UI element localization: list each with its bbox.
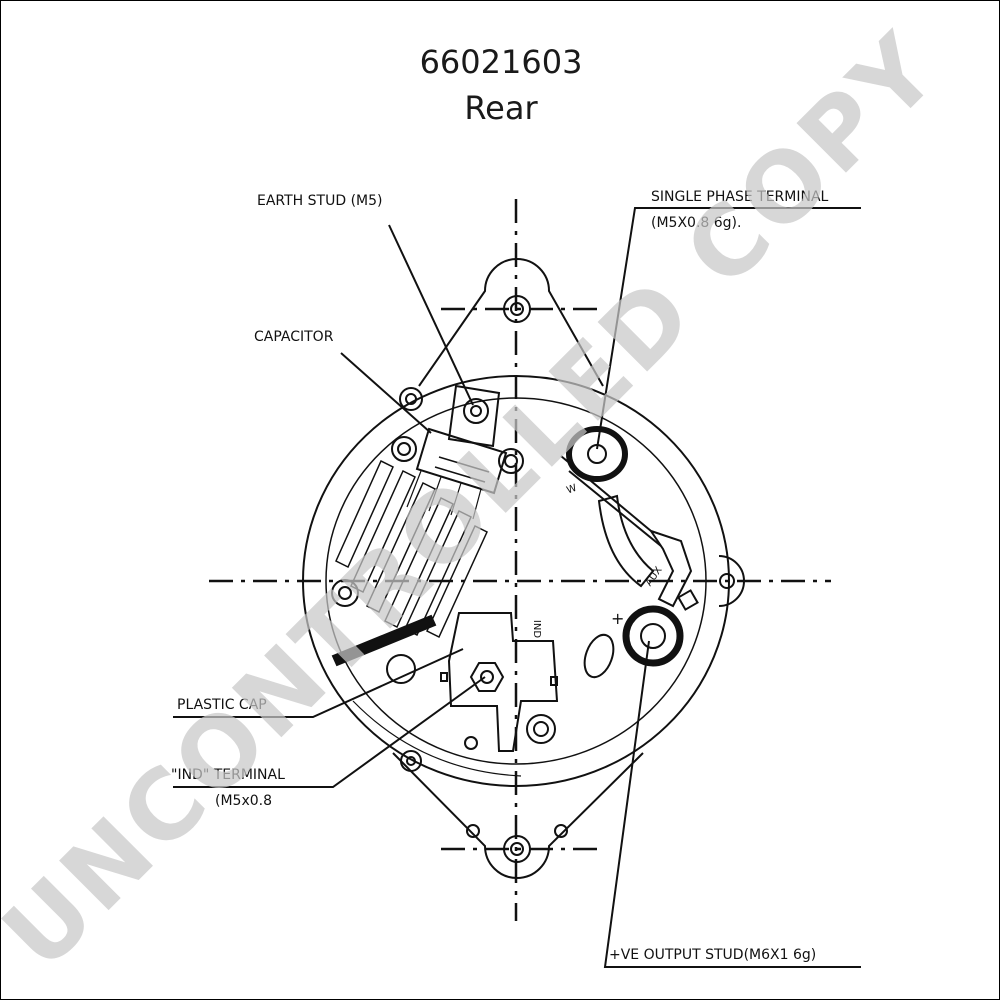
single-phase-terminal bbox=[566, 426, 628, 482]
ind-terminal-nut bbox=[469, 662, 505, 692]
center-lines bbox=[209, 199, 831, 921]
view-title: Rear bbox=[464, 89, 538, 127]
plastic-cap-label: PLASTIC CAP bbox=[177, 697, 267, 713]
ind-terminal-label: "IND" TERMINAL bbox=[171, 767, 285, 783]
single-phase-terminal-spec: (M5X0.8 6g). bbox=[651, 215, 742, 231]
ve-output-stud-label: +VE OUTPUT STUD(M6X1 6g) bbox=[609, 947, 817, 963]
single-phase-terminal-label: SINGLE PHASE TERMINAL bbox=[651, 189, 829, 205]
earth-stud-label: EARTH STUD (M5) bbox=[257, 193, 383, 209]
bolt-lower-left bbox=[331, 579, 359, 607]
ind-terminal-spec: (M5x0.8 bbox=[215, 793, 272, 809]
bolt-upper-left bbox=[399, 387, 423, 411]
top-mounting-lug bbox=[418, 258, 604, 387]
earth-stud bbox=[463, 398, 489, 424]
bolt-center bbox=[498, 448, 524, 474]
bolt-left bbox=[391, 436, 417, 462]
capacitor-body bbox=[415, 427, 508, 495]
capacitor-label: CAPACITOR bbox=[254, 329, 334, 345]
bolt-lower-center bbox=[526, 714, 556, 744]
regulator-strip bbox=[331, 614, 437, 667]
part-number: 66021603 bbox=[419, 43, 583, 81]
terminal-lead bbox=[560, 455, 662, 547]
leader-lines bbox=[173, 207, 861, 968]
cooling-slots bbox=[335, 459, 488, 639]
plastic-cap bbox=[447, 612, 559, 752]
bolt-lower-lug bbox=[400, 750, 422, 772]
aux-slot bbox=[597, 494, 655, 588]
bottom-mounting-lug bbox=[392, 752, 644, 879]
ind-marking: IND bbox=[531, 619, 543, 639]
plus-marking: + bbox=[611, 609, 625, 628]
output-stud bbox=[622, 605, 684, 667]
earth-stud-plate bbox=[447, 384, 501, 448]
